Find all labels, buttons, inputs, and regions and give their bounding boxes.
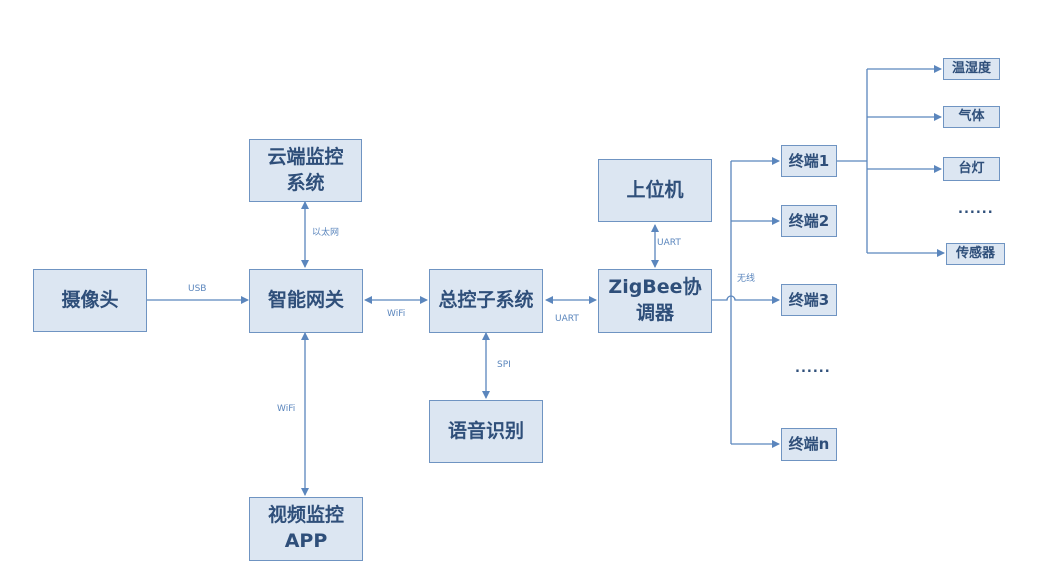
ellipsis-devices: ...... — [958, 202, 994, 217]
cloud-monitor-box: 云端监控系统 — [249, 139, 362, 202]
lamp-box: 台灯 — [943, 157, 1000, 181]
temp-humidity-box: 温湿度 — [943, 58, 1000, 80]
sensor-box: 传感器 — [946, 243, 1005, 265]
edge-label-uart-host: UART — [657, 238, 681, 248]
edge-label-wireless: 无线 — [737, 274, 756, 284]
ellipsis-terminals: ...... — [795, 361, 831, 376]
edge-label-uart-zigbee: UART — [555, 314, 579, 324]
edge-label-wifi-gateway: WiFi — [387, 309, 406, 319]
host-pc-box: 上位机 — [598, 159, 712, 222]
edge-label-usb: USB — [188, 284, 207, 294]
edge-label-ethernet: 以太网 — [312, 228, 340, 238]
terminal-1-box: 终端1 — [781, 145, 837, 177]
edge-label-spi: SPI — [497, 360, 511, 370]
edge-label-wifi-app: WiFi — [277, 404, 296, 414]
edge-zigbee-bus — [712, 295, 780, 304]
video-app-box: 视频监控APP — [249, 497, 363, 561]
camera-box: 摄像头 — [33, 269, 147, 332]
smart-gateway-box: 智能网关 — [249, 269, 363, 333]
terminal-2-box: 终端2 — [781, 205, 837, 237]
gas-box: 气体 — [943, 106, 1000, 128]
zigbee-coordinator-box: ZigBee协调器 — [598, 269, 712, 333]
terminal-n-box: 终端n — [781, 428, 837, 461]
voice-recognition-box: 语音识别 — [429, 400, 543, 463]
terminal-3-box: 终端3 — [781, 284, 837, 316]
master-control-box: 总控子系统 — [429, 269, 543, 333]
